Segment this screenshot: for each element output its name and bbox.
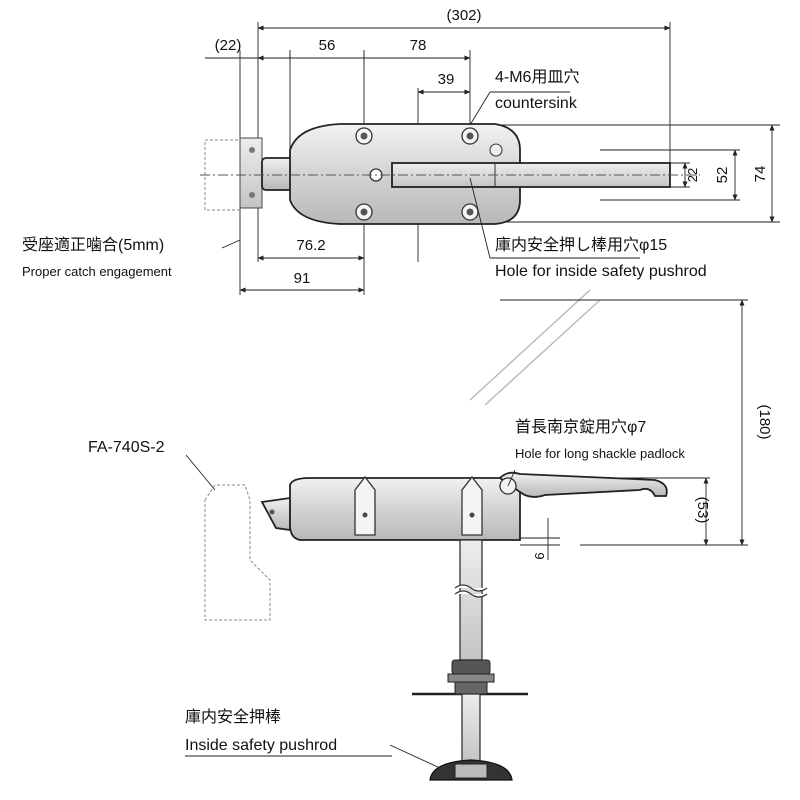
dim-76-2: 76.2: [296, 237, 325, 254]
dim-catch-offset: (22): [215, 37, 242, 54]
dim-180: (180): [756, 404, 773, 439]
latch-body-side: [289, 477, 521, 541]
dim-hole-spacing-b: 78: [410, 37, 427, 54]
dim-hole-spacing-a: 56: [319, 37, 336, 54]
catch-receiver: [204, 137, 263, 211]
dim-9: 9: [532, 552, 547, 559]
dim-74: 74: [752, 166, 769, 183]
catch-outline: [204, 484, 271, 621]
side-view: (180) (53) 9 FA-740S-2 首長南京錠用穴φ7 Hole fo…: [88, 289, 773, 781]
dim-pushrod-dia: 22: [685, 168, 700, 182]
safety-hole-label-jp: 庫内安全押し棒用穴φ15: [495, 236, 667, 254]
padlock-label-jp: 首長南京錠用穴φ7: [515, 418, 646, 436]
dim-52: 52: [714, 167, 731, 184]
countersink-label-en: countersink: [495, 95, 578, 112]
countersink-label-jp: 4-M6用皿穴: [495, 68, 579, 86]
catch-label-jp: 受座適正噛合(5mm): [22, 236, 164, 254]
pushrod-label-jp: 庫内安全押棒: [185, 708, 281, 726]
handle-lever: [498, 471, 668, 498]
top-view: (302) (22) 56 78 39 76.2 91 22 52 74 4-M…: [22, 7, 780, 295]
dim-hole-offset: 39: [438, 71, 455, 88]
pushrod-label-en: Inside safety pushrod: [185, 737, 337, 754]
catch-label-en: Proper catch engagement: [22, 264, 172, 279]
dim-91: 91: [294, 270, 311, 287]
model-label: FA-740S-2: [88, 439, 165, 456]
padlock-label-en: Hole for long shackle padlock: [515, 446, 685, 461]
safety-hole-label-en: Hole for inside safety pushrod: [495, 263, 707, 280]
dim-53: (53): [694, 497, 711, 524]
pushrod-shaft: [459, 539, 483, 661]
countersink-hole-icon: [355, 127, 479, 221]
dim-overall: (302): [446, 7, 481, 24]
